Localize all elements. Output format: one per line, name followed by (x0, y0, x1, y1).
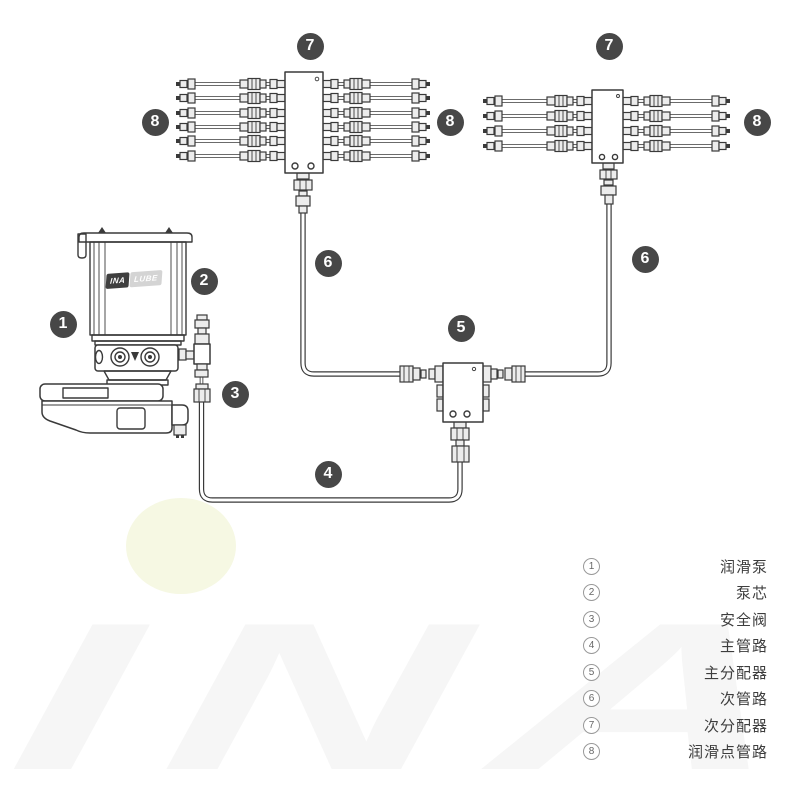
legend-row-main-distributor: 5 主分配器 (572, 659, 770, 686)
legend-circled-number: 8 (583, 743, 600, 761)
pump (39, 227, 195, 438)
legend-label: 主分配器 (703, 664, 768, 682)
badge-main-line: 4 (314, 460, 342, 488)
secondary-distributor-right (481, 89, 732, 205)
badge-pump: 1 (49, 310, 77, 338)
brand-logo-dark: INA (105, 272, 130, 290)
legend-label: 安全阀 (719, 611, 768, 629)
legend-row-pump: 1 润滑泵 (572, 553, 770, 580)
accent-blob (126, 498, 236, 594)
badge-secondary-line-right: 6 (631, 245, 659, 273)
legend-row-secondary-line: 6 次管路 (572, 686, 770, 713)
pump-port-block (94, 344, 179, 372)
legend-row-safety-valve: 3 安全阀 (572, 606, 770, 633)
badge-secondary-line-left: 6 (314, 249, 342, 277)
legend-label: 主管路 (719, 638, 768, 656)
legend-circled-number: 1 (583, 557, 600, 575)
secondary-distributor-left-block (284, 71, 324, 174)
legend-row-main-line: 4 主管路 (572, 633, 770, 660)
legend-label: 润滑泵 (719, 558, 768, 576)
legend-circled-number: 3 (583, 610, 600, 628)
brand-logo-light: LUBE (129, 269, 163, 288)
reservoir-lid (78, 232, 193, 243)
legend: 1 润滑泵 2 泵芯 3 安全阀 4 主管路 5 主分配器 6 次管路 7 次分… (572, 553, 770, 765)
badge-lube-point-lines-middle: 8 (436, 108, 464, 136)
legend-circled-number: 4 (583, 637, 600, 655)
secondary-distributor-left (174, 71, 432, 214)
main-distributor (399, 362, 526, 463)
legend-circled-number: 7 (583, 716, 600, 734)
secondary-line-left-pipe (300, 212, 402, 377)
legend-label: 次管路 (719, 691, 768, 709)
motor-body (41, 400, 173, 434)
legend-row-pump-core: 2 泵芯 (572, 580, 770, 607)
legend-circled-number: 6 (583, 690, 600, 708)
badge-secondary-distributor-right: 7 (595, 32, 623, 60)
badge-lube-point-lines-left: 8 (141, 108, 169, 136)
badge-secondary-distributor-left: 7 (296, 32, 324, 60)
safety-valve-assembly (193, 314, 211, 403)
reservoir-body (89, 241, 187, 336)
legend-label: 次分配器 (703, 717, 768, 735)
legend-label: 泵芯 (735, 585, 768, 603)
badge-lube-point-lines-right: 8 (743, 108, 771, 136)
lube-line (174, 76, 287, 92)
motor-connector (171, 404, 189, 426)
legend-circled-number: 2 (583, 584, 600, 602)
main-line-pipe (198, 402, 463, 503)
legend-label: 润滑点管路 (687, 744, 768, 762)
badge-safety-valve: 3 (221, 380, 249, 408)
legend-row-secondary-distributor: 7 次分配器 (572, 712, 770, 739)
legend-row-lube-point-lines: 8 润滑点管路 (572, 739, 770, 766)
legend-circled-number: 5 (583, 663, 600, 681)
badge-main-distributor: 5 (447, 314, 475, 342)
secondary-line-right-pipe (522, 204, 612, 377)
main-distributor-block (442, 362, 484, 423)
badge-pump-core: 2 (190, 267, 218, 295)
secondary-distributor-right-block (591, 89, 624, 164)
